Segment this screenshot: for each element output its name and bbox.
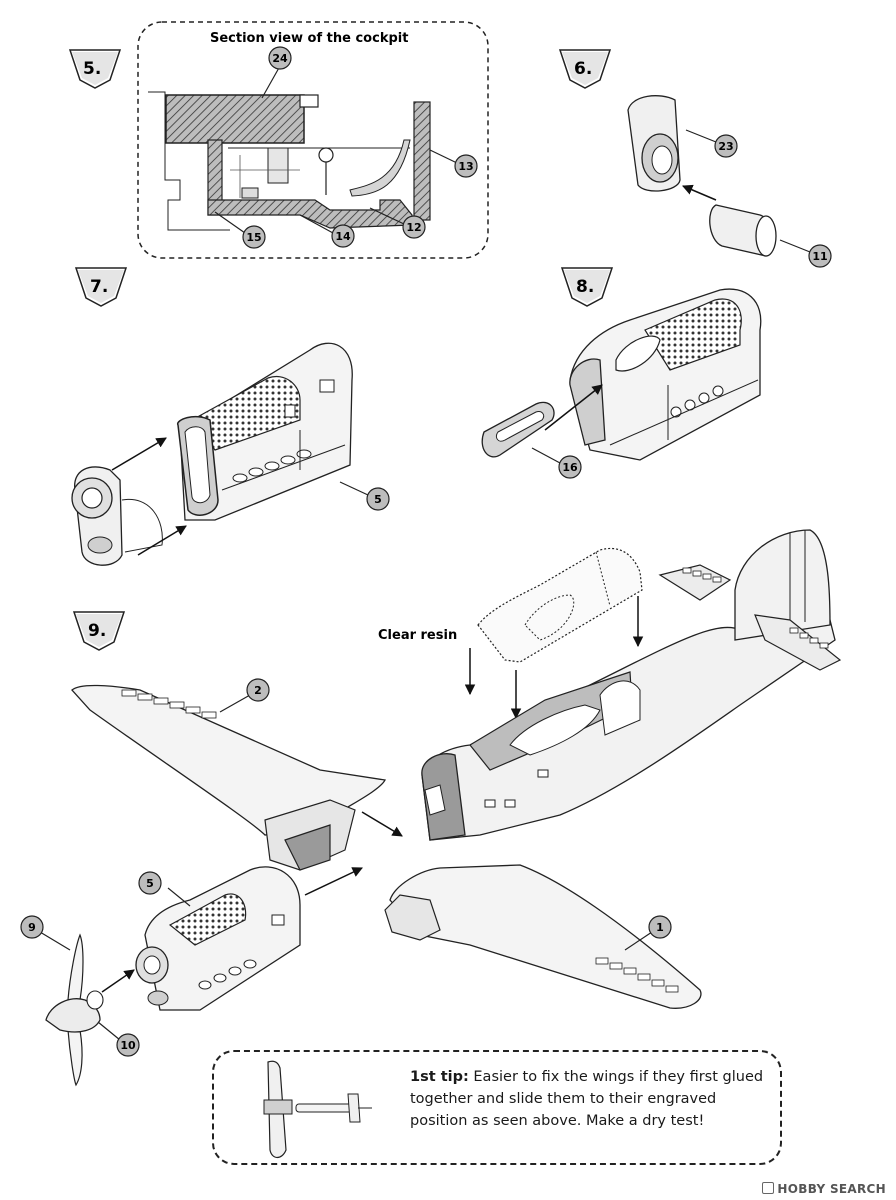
part-11-23-assembly [71,466,163,566]
tip-box: 1st tip: Easier to fix the wings if they… [212,1050,782,1165]
svg-text:8.: 8. [576,277,594,297]
callout-1: 1 [624,915,672,951]
right-wing-part-1 [384,864,702,1009]
step-8-arrow [544,384,603,431]
tip-body: Easier to fix the wings if they first gl… [410,1069,764,1129]
left-wing-arrow [361,811,403,837]
part-11-cylinder [709,204,777,257]
callout-13: 13 [429,149,478,178]
callout-11: 11 [779,239,832,268]
callout-2: 2 [219,678,270,713]
svg-text:5: 5 [374,493,382,506]
watermark-text: HOBBY SEARCH [777,1182,886,1196]
part-23-intake [627,95,681,192]
svg-text:9.: 9. [88,621,106,641]
step-5-number: 5. [83,59,101,79]
callout-12: 12 [369,207,426,239]
callout-15: 15 [214,211,266,249]
step-8-badge: 8. [560,267,614,307]
hobby-search-logo-icon [762,1182,775,1194]
callout-24: 24 [261,46,292,99]
callout-10: 10 [97,1021,140,1057]
svg-text:7.: 7. [90,277,108,297]
svg-text:23: 23 [718,140,733,153]
watermark: HOBBY SEARCH [762,1182,886,1196]
step-6-arrow [682,184,717,201]
engine-arrow [304,867,363,896]
propeller-part-9 [45,933,104,1087]
tip-title: 1st tip: [410,1069,469,1085]
step-9-badge: 9. [72,611,126,651]
tip-text: 1st tip: Easier to fix the wings if they… [410,1066,770,1132]
svg-text:6.: 6. [574,59,592,79]
svg-text:12: 12 [406,221,421,234]
svg-text:14: 14 [335,230,351,243]
svg-text:5: 5 [146,877,154,890]
clear-resin-label: Clear resin [378,628,457,643]
svg-text:2: 2 [254,684,262,697]
svg-text:16: 16 [562,461,578,474]
callout-23: 23 [685,129,738,158]
left-wing-part-2 [71,684,386,871]
callout-16: 16 [531,447,582,479]
svg-text:24: 24 [272,52,288,65]
step-7-arrow-lower [137,525,187,556]
part-16-insert [481,401,555,458]
callout-14: 14 [299,214,355,248]
fuselage [421,529,842,841]
step-5-badge: 5. [68,49,122,89]
section-view-frame [137,21,489,259]
cockpit-section-drawing [148,91,431,231]
step-7-badge: 7. [74,267,128,307]
step-7-arrow-upper [111,437,167,471]
callout-5-step-9: 5 [138,871,191,907]
svg-text:9: 9 [28,921,36,934]
engine-cowling-step-7 [177,342,353,521]
svg-text:15: 15 [246,231,261,244]
callout-9: 9 [20,915,71,951]
engine-assembly-step-9 [135,866,301,1011]
clear-resin-canopy [477,547,643,663]
callout-5-step-7: 5 [339,481,390,511]
svg-text:13: 13 [458,160,473,173]
section-view-title: Section view of the cockpit [210,31,408,46]
engine-cowling-step-8 [569,288,762,461]
svg-text:1: 1 [656,921,664,934]
tip-wing-illustration [263,1060,372,1159]
svg-text:10: 10 [120,1039,136,1052]
propeller-arrow [101,969,135,993]
svg-text:11: 11 [812,250,827,263]
step-6-badge: 6. [558,49,612,89]
